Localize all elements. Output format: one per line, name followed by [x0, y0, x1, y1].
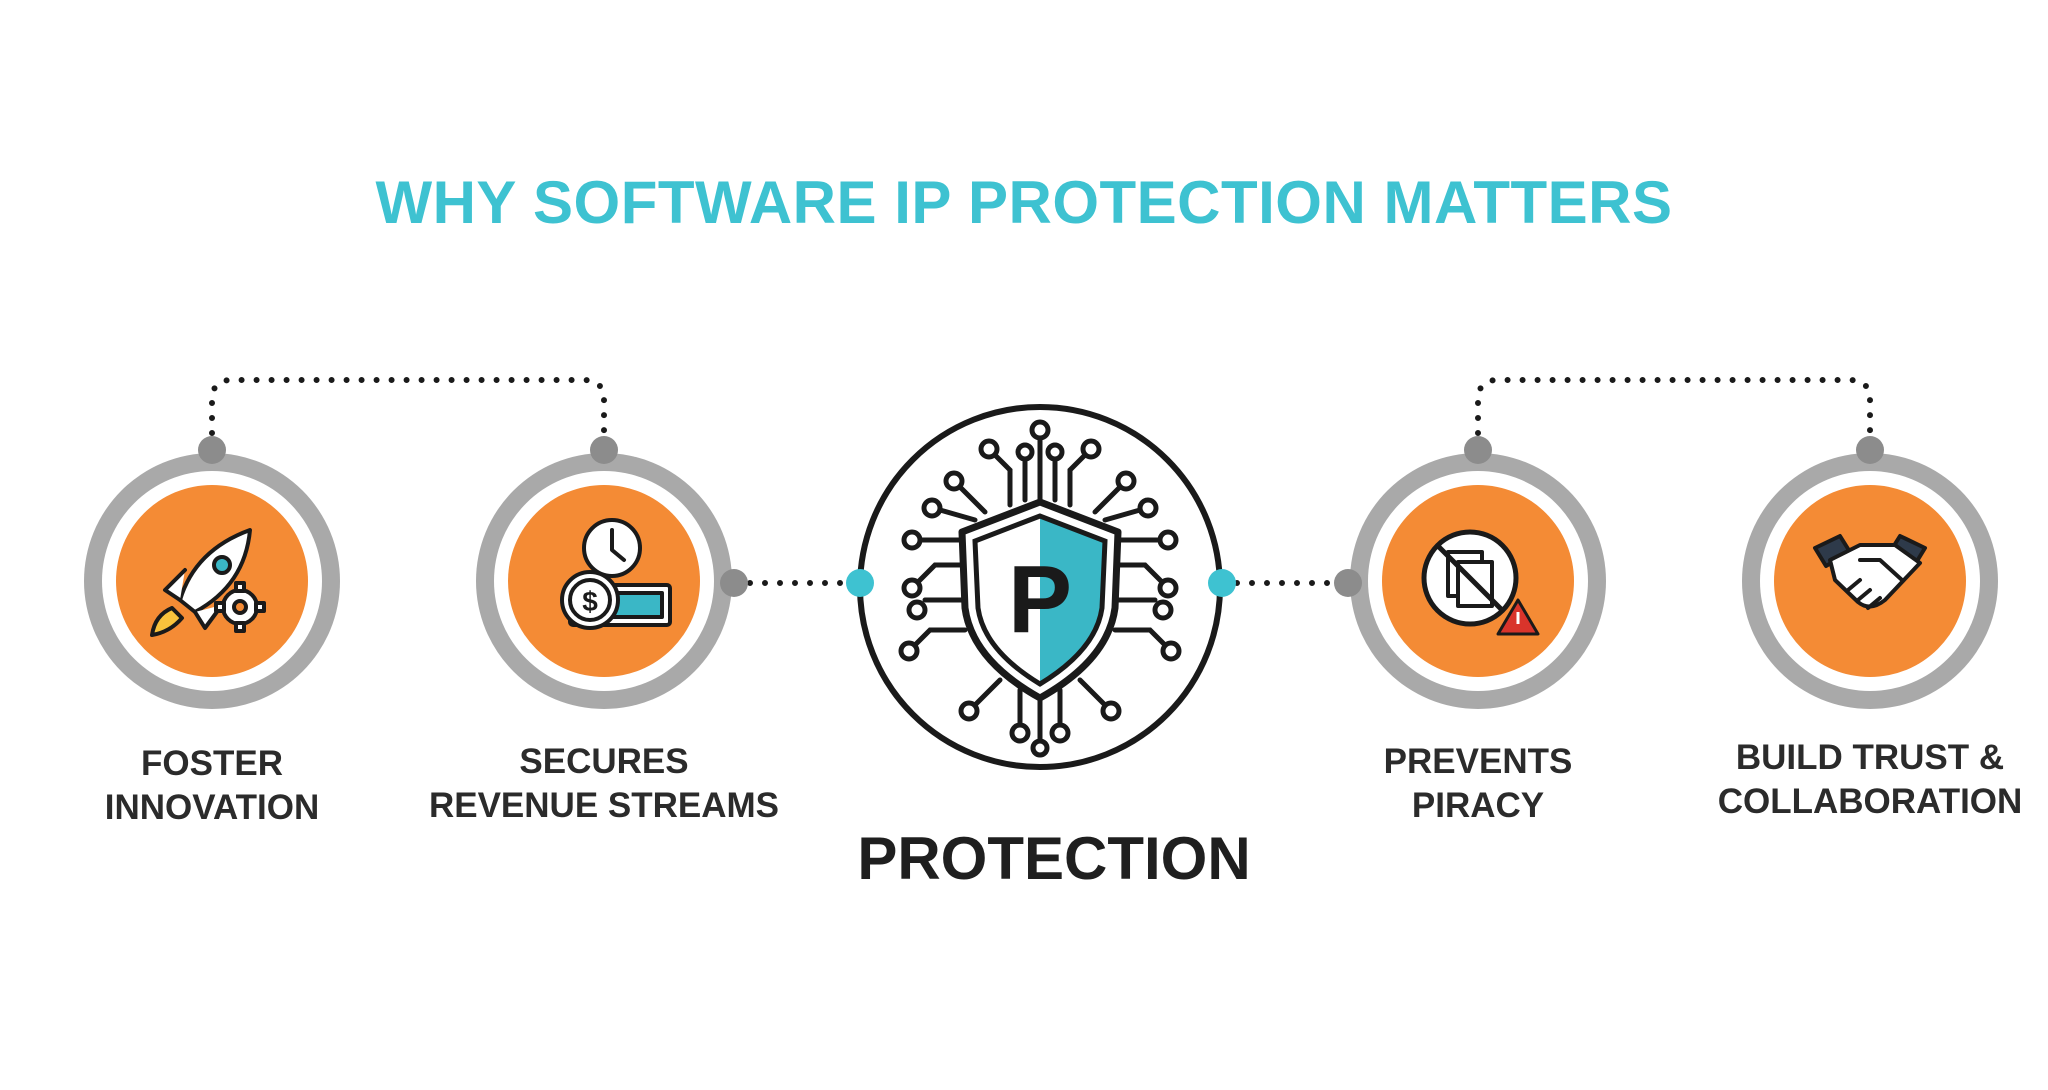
shield-letter: P	[1008, 546, 1072, 653]
center-label: PROTECTION	[857, 825, 1251, 892]
label-foster-innovation: FOSTER INNOVATION	[104, 744, 320, 827]
rocket-gear-icon	[150, 528, 266, 637]
money-clock-icon: $	[560, 518, 672, 630]
page-title: WHY SOFTWARE IP PROTECTION MATTERS	[375, 169, 1673, 236]
shield: P	[958, 498, 1122, 702]
shield-circuit-icon	[898, 419, 1182, 758]
connector-left-bracket	[209, 377, 607, 451]
connector-right-bracket	[1475, 377, 1873, 451]
label-prevents-piracy: PREVENTS PIRACY	[1383, 742, 1573, 825]
label-secures-revenue: SECURES REVENUE STREAMS	[428, 742, 780, 825]
no-copy-warning-icon	[1421, 529, 1540, 636]
svg-text:$: $	[582, 586, 598, 617]
handshake-icon	[1813, 534, 1927, 610]
label-build-trust: BUILD TRUST & COLLABORATION	[1717, 738, 2023, 821]
